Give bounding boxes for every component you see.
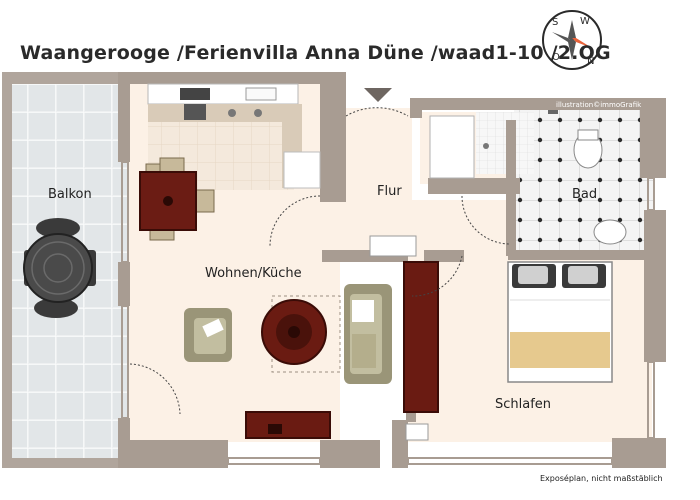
coffee-table bbox=[261, 295, 341, 373]
room-label-balkon: Balkon bbox=[48, 187, 92, 202]
illustration-credit: illustration©immoGrafik bbox=[556, 101, 642, 109]
dining-table bbox=[139, 157, 215, 241]
balcony-table bbox=[23, 218, 96, 318]
room-label-flur: Flur bbox=[377, 184, 402, 199]
sink-icon bbox=[184, 104, 206, 120]
plan-title: Waangerooge /Ferienvilla Anna Düne /waad… bbox=[20, 42, 611, 64]
room-label-bad: Bad bbox=[572, 187, 598, 202]
washbasin-icon bbox=[593, 219, 627, 245]
compass-icon: S W N O bbox=[542, 10, 602, 70]
hall-cabinet bbox=[405, 423, 429, 441]
storage-cabinet bbox=[429, 115, 475, 179]
armchair bbox=[184, 308, 232, 362]
entrance-arrow-icon bbox=[364, 88, 392, 102]
tv-sideboard bbox=[245, 411, 331, 439]
compass-south: S bbox=[552, 17, 558, 28]
compass-north: N bbox=[587, 56, 594, 67]
stove-burner-icon bbox=[254, 109, 262, 117]
chair bbox=[159, 157, 185, 173]
room-label-wohnen-kueche: Wohnen/Küche bbox=[205, 266, 302, 281]
wardrobe bbox=[403, 261, 439, 413]
radiator bbox=[548, 110, 558, 114]
compass-west: W bbox=[580, 16, 590, 27]
shower-drain-icon bbox=[483, 143, 489, 149]
door-swings bbox=[129, 107, 511, 415]
double-bed bbox=[507, 261, 613, 383]
plan-footnote: Exposéplan, nicht maßstäblich bbox=[540, 474, 663, 483]
sofa bbox=[344, 284, 392, 384]
compass-east: O bbox=[552, 52, 560, 63]
room-label-schlafen: Schlafen bbox=[495, 397, 552, 412]
hall-bench bbox=[369, 235, 417, 257]
stove-burner-icon bbox=[228, 109, 236, 117]
fridge bbox=[283, 151, 321, 189]
shower-tray bbox=[476, 112, 534, 174]
window-frames bbox=[121, 161, 655, 465]
kitchen-counter bbox=[147, 83, 321, 189]
